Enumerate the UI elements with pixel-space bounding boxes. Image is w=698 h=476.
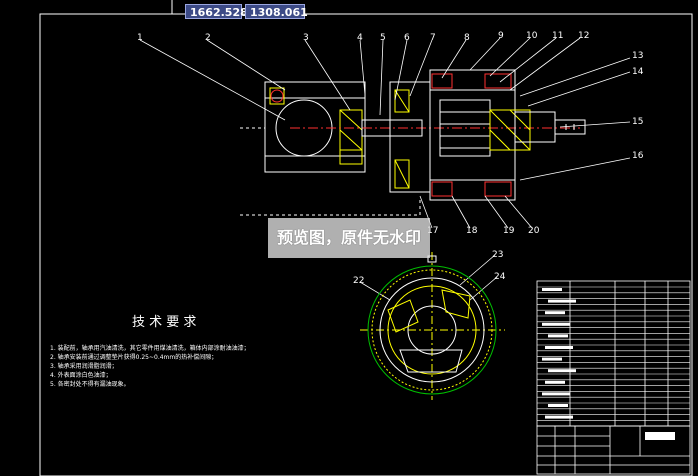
tech-requirements-title: 技 术 要 求	[132, 315, 196, 330]
callout-17: 17	[427, 226, 438, 236]
callout-4: 4	[357, 33, 363, 43]
callout-7: 7	[430, 33, 436, 43]
assembly-section-view	[240, 69, 586, 216]
callout-3: 3	[303, 33, 309, 43]
parts-row-text	[548, 334, 568, 338]
parts-row-text	[542, 322, 570, 326]
parts-row-text	[548, 369, 576, 373]
callout-9: 9	[498, 31, 504, 41]
callout-6: 6	[404, 33, 410, 43]
callout-16: 16	[632, 151, 644, 161]
parts-row-text	[545, 346, 573, 349]
parts-row-text	[542, 288, 562, 291]
parts-row-text	[548, 404, 568, 407]
callout-22: 22	[353, 276, 364, 286]
callout-20: 20	[528, 226, 540, 236]
callout-15: 15	[632, 117, 643, 127]
parts-row-text	[542, 357, 562, 361]
callout-1: 1	[137, 33, 143, 43]
drawing-border	[39, 13, 693, 476]
coordinate-y-readout: 1308.061	[245, 4, 308, 19]
parts-list-rows	[537, 286, 690, 421]
callout-24: 24	[494, 272, 506, 282]
note-1: 1. 装配前，轴承用汽油清洗，其它零件用煤油清洗，箱体内部涂耐油油漆；	[50, 344, 250, 352]
callout-18: 18	[466, 226, 478, 236]
parts-row-text	[542, 392, 570, 396]
callout-14: 14	[632, 67, 644, 77]
parts-row-text	[548, 299, 576, 303]
leader-lines	[139, 37, 631, 301]
callout-2: 2	[205, 33, 211, 43]
gear-cross-section	[360, 252, 505, 400]
note-5: 5. 各密封处不得有漏油现象。	[50, 380, 130, 388]
callout-23: 23	[492, 250, 503, 260]
callout-11: 11	[552, 31, 563, 41]
callout-5: 5	[380, 33, 386, 43]
callout-labels: 1 2 3 4 5 6 7 8 9 10 11 12 13 14 15 16 1…	[137, 31, 644, 286]
callout-19: 19	[503, 226, 515, 236]
title-block	[536, 425, 691, 475]
tech-notes: 1. 装配前，轴承用汽油清洗，其它零件用煤油清洗，箱体内部涂耐油油漆； 2. 轴…	[50, 344, 250, 388]
parts-row-text	[545, 415, 573, 419]
callout-12: 12	[578, 31, 589, 41]
note-3: 3. 轴承采用润滑脂润滑；	[50, 362, 118, 370]
note-2: 2. 轴承安装前通过调整垫片获得0.25~0.4mm的热补偿间隙；	[50, 353, 217, 361]
parts-row-text	[545, 380, 565, 384]
callout-10: 10	[526, 31, 538, 41]
note-4: 4. 外表面涂白色油漆；	[50, 371, 112, 379]
callout-8: 8	[464, 33, 470, 43]
callout-13: 13	[632, 51, 643, 61]
preview-watermark: 预览图，原件无水印	[268, 218, 430, 258]
coordinate-x-readout: 1662.528	[185, 4, 248, 19]
parts-row-text	[545, 311, 565, 315]
